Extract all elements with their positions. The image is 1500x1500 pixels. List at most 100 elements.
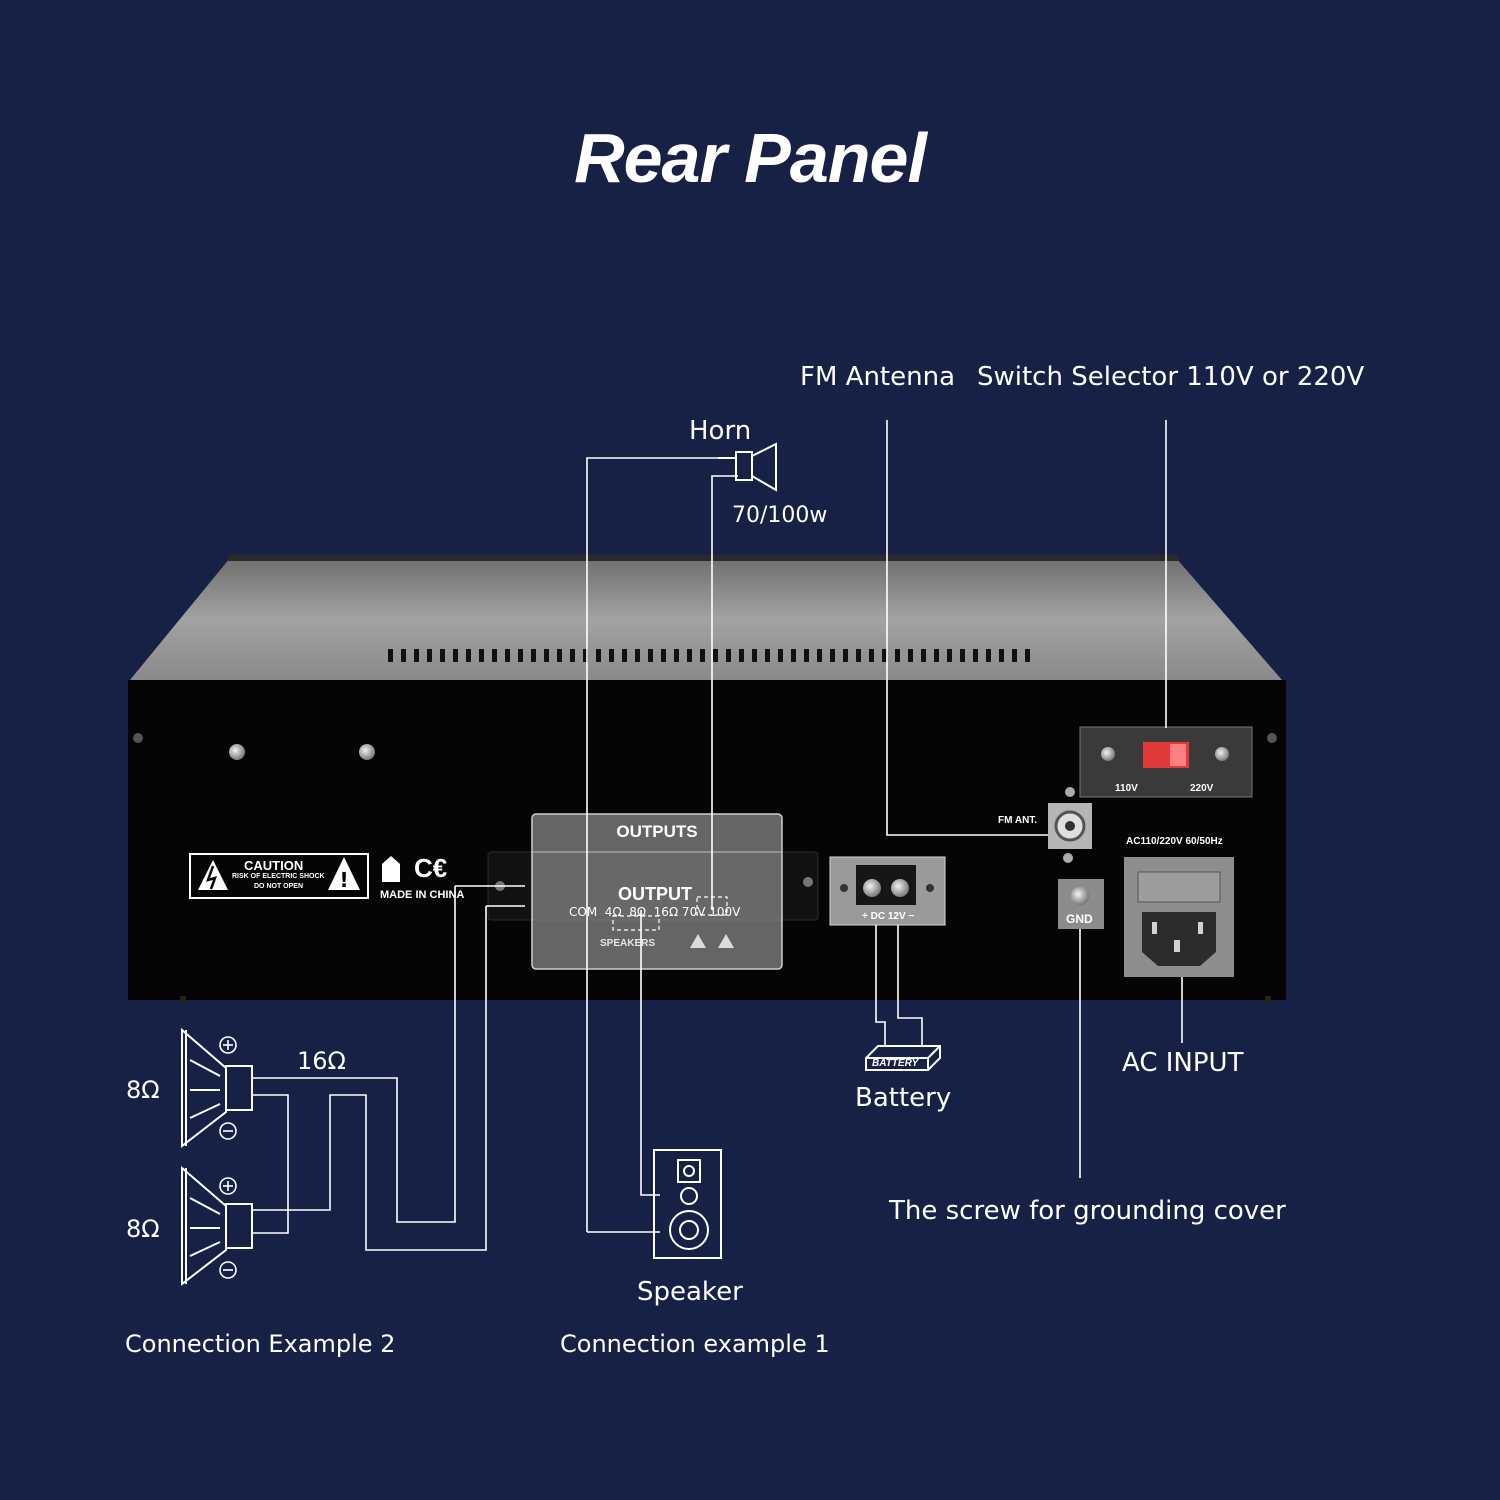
vent-slot — [817, 649, 822, 662]
speakers-label: SPEAKERS — [600, 938, 656, 949]
gnd-label: GND — [1066, 912, 1093, 926]
warning-triangle-icon — [718, 934, 734, 948]
vent-slot — [583, 649, 588, 662]
110v-label: 110V — [1115, 783, 1138, 794]
panel-screw — [359, 744, 375, 760]
horn-wire-1 — [586, 457, 718, 1232]
caution-line2: DO NOT OPEN — [254, 883, 304, 890]
panel-screw — [229, 744, 245, 760]
plus-terminal-icon — [219, 1177, 237, 1195]
house-icon — [382, 856, 400, 882]
vent-slot — [440, 649, 445, 662]
vent-slot — [778, 649, 783, 662]
vent-slots — [388, 649, 1030, 662]
series-impedance-label: 16Ω — [297, 1047, 346, 1075]
vent-slot — [726, 649, 731, 662]
vent-slot — [908, 649, 913, 662]
battery-wire-2 — [897, 925, 923, 1047]
ac-inlet — [1124, 857, 1234, 977]
outputs-cover — [531, 813, 783, 970]
rack-screw-right — [1267, 733, 1277, 743]
vent-slot — [635, 649, 640, 662]
fm-antenna-pointer — [886, 420, 1048, 836]
battery-callout: Battery — [855, 1083, 952, 1113]
ground-screw-callout: The screw for grounding cover — [889, 1196, 1286, 1226]
voltage-switch-plate — [1079, 726, 1253, 798]
driver-speaker-icon — [181, 1027, 253, 1149]
vent-slot — [1025, 649, 1030, 662]
fm-antenna-jack — [1048, 787, 1092, 863]
warning-triangle-icon — [198, 860, 228, 890]
horn-wire-2 — [711, 475, 738, 910]
vent-slot — [999, 649, 1004, 662]
series-wire-2 — [252, 906, 487, 1251]
speaker-cabinet-icon — [653, 1149, 722, 1259]
vent-slot — [557, 649, 562, 662]
vent-slot — [934, 649, 939, 662]
series-wire-1 — [252, 886, 456, 1223]
chassis-top-edge — [228, 555, 1178, 561]
vent-slot — [947, 649, 952, 662]
vent-slot — [544, 649, 549, 662]
vent-slot — [752, 649, 757, 662]
vent-slot — [739, 649, 744, 662]
vent-slot — [570, 649, 575, 662]
vent-slot — [518, 649, 523, 662]
output-label: OUTPUT — [618, 884, 692, 904]
vent-slot — [492, 649, 497, 662]
dc-12v-label: + DC 12V − — [862, 911, 915, 922]
vent-slot — [479, 649, 484, 662]
made-in-china: MADE IN CHINA — [380, 889, 465, 901]
horn-callout: Horn — [689, 416, 752, 446]
vent-slot — [466, 649, 471, 662]
chassis-top-cover — [130, 558, 1282, 680]
bottom-speaker-impedance: 8Ω — [126, 1215, 160, 1243]
fm-antenna-callout: FM Antenna — [800, 362, 955, 392]
vent-slot — [622, 649, 627, 662]
vent-slot — [830, 649, 835, 662]
vent-slot — [505, 649, 510, 662]
page-title: Rear Panel — [574, 119, 927, 197]
caution-line1: RISK OF ELECTRIC SHOCK — [232, 873, 325, 880]
warning-triangle-icon — [690, 934, 706, 948]
vent-slot — [973, 649, 978, 662]
vent-slot — [921, 649, 926, 662]
vent-slot — [531, 649, 536, 662]
vent-slot — [427, 649, 432, 662]
svg-text:!: ! — [339, 868, 348, 892]
connection-lines — [252, 420, 1183, 1251]
vent-slot — [414, 649, 419, 662]
vent-slot — [700, 649, 705, 662]
vent-slot — [843, 649, 848, 662]
vent-slot — [1012, 649, 1017, 662]
vent-slot — [687, 649, 692, 662]
vent-slot — [869, 649, 874, 662]
battery-wire-1 — [875, 925, 886, 1047]
vent-slot — [895, 649, 900, 662]
outputs-header: OUTPUTS — [616, 822, 698, 841]
horn-power-callout: 70/100w — [732, 503, 828, 528]
vent-slot — [453, 649, 458, 662]
220v-label: 220V — [1190, 783, 1214, 794]
warning-triangle-icon — [328, 857, 360, 890]
vent-slot — [856, 649, 861, 662]
battery-box-label: BATTERY — [872, 1058, 919, 1069]
terminal-labels: COM 4Ω 8Ω 16Ω 70V 100V — [569, 905, 741, 919]
ac-input-callout: AC INPUT — [1122, 1048, 1244, 1078]
ground-terminal — [1058, 879, 1104, 929]
connection-example-2: Connection Example 2 — [125, 1330, 396, 1358]
vent-slot — [661, 649, 666, 662]
vent-slot — [804, 649, 809, 662]
minus-terminal-icon — [219, 1261, 237, 1279]
vent-slot — [882, 649, 887, 662]
minus-terminal-icon — [219, 1122, 237, 1140]
caution-title: CAUTION — [244, 858, 304, 873]
vent-slot — [596, 649, 601, 662]
switch-selector-callout: Switch Selector 110V or 220V — [977, 362, 1365, 392]
vent-slot — [986, 649, 991, 662]
vent-slot — [401, 649, 406, 662]
vent-slot — [388, 649, 393, 662]
vent-slot — [960, 649, 965, 662]
